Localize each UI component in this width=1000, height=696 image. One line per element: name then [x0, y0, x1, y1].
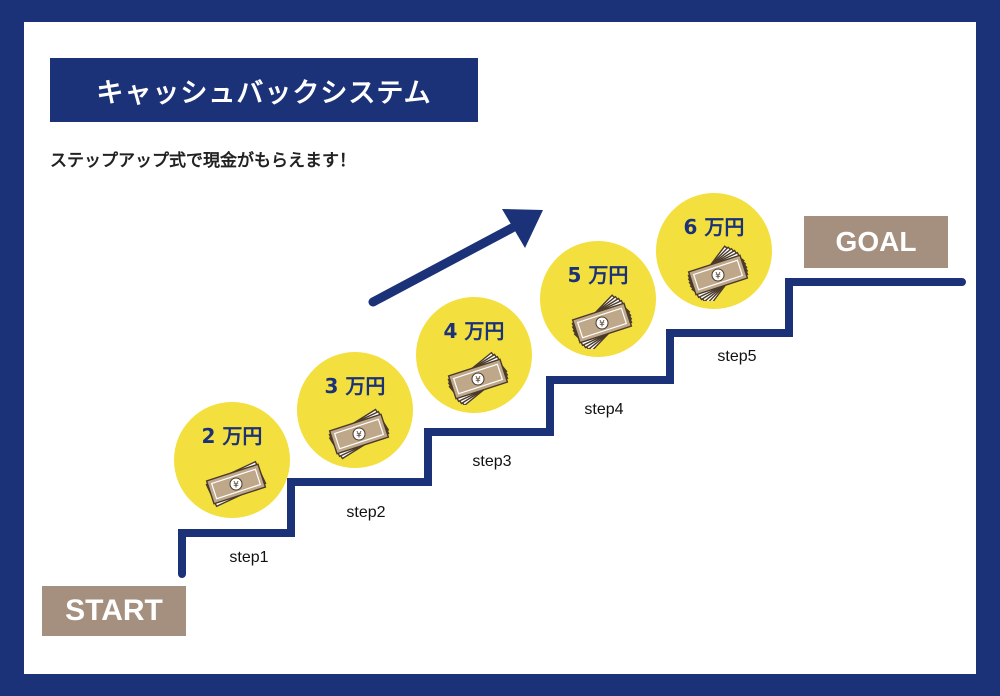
reward-circle-5: 6 万円 ¥: [656, 193, 772, 309]
goal-badge: GOAL: [804, 216, 948, 268]
reward-amount-5: 6 万円: [683, 215, 745, 239]
svg-text:¥: ¥: [715, 272, 721, 282]
reward-amount-4: 5 万円: [567, 263, 629, 287]
step-label-2: step2: [346, 504, 386, 521]
reward-circle-2: 3 万円 ¥: [297, 352, 413, 468]
step-label-5: step5: [717, 348, 757, 365]
svg-text:¥: ¥: [475, 376, 481, 386]
yen-bill-stack-icon: ¥: [687, 245, 749, 301]
start-badge: START: [42, 586, 186, 636]
reward-amount-1: 2 万円: [201, 424, 263, 448]
reward-amount-3: 4 万円: [443, 319, 505, 343]
step-label-4: step4: [584, 401, 624, 418]
step-label-3: step3: [472, 453, 512, 470]
reward-circle-1: 2 万円 ¥: [174, 402, 290, 518]
yen-bill-stack-icon: ¥: [328, 408, 390, 460]
yen-bill-stack-icon: ¥: [571, 294, 633, 349]
yen-bill-stack-icon: ¥: [447, 351, 509, 405]
svg-text:¥: ¥: [356, 431, 362, 441]
page-title: キャッシュバックシステム: [50, 58, 478, 122]
page-subtitle: ステップアップ式で現金がもらえます！: [50, 151, 356, 171]
reward-amount-2: 3 万円: [324, 374, 386, 398]
up-arrow-icon: [368, 209, 543, 307]
yen-bill-stack-icon: ¥: [205, 460, 267, 508]
svg-text:¥: ¥: [599, 320, 605, 330]
reward-circle-4: 5 万円 ¥: [540, 241, 656, 357]
step-label-1: step1: [229, 549, 269, 566]
staircase-line: [178, 278, 966, 578]
svg-text:¥: ¥: [233, 481, 239, 491]
reward-circle-3: 4 万円 ¥: [416, 297, 532, 413]
